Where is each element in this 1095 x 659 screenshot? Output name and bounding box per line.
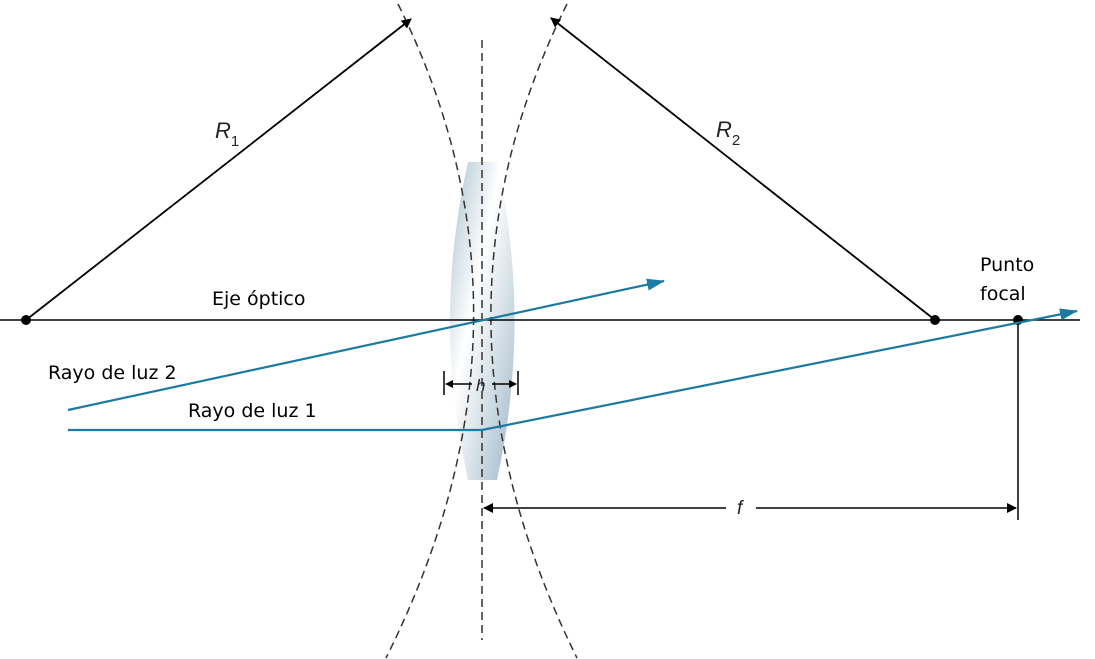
ray-2-label: Rayo de luz 2: [48, 362, 177, 384]
radius-r2-arrow: [550, 17, 936, 321]
surface-arc-left: [385, 3, 475, 659]
ray-1-label: Rayo de luz 1: [188, 400, 317, 422]
focal-point-label-line1: Punto: [980, 254, 1034, 276]
focal-point-label-line2: focal: [980, 283, 1026, 305]
thickness-label: h: [476, 376, 485, 395]
radius-r1-arrow: [25, 18, 412, 321]
r2-label: R2: [716, 117, 740, 149]
focal-length-label: f: [737, 498, 744, 519]
surface-arc-right: [490, 3, 578, 659]
center-of-curvature-2: [930, 315, 940, 325]
center-of-curvature-1: [21, 315, 31, 325]
light-ray-1: [68, 308, 1078, 432]
r1-label: R1: [215, 118, 239, 150]
light-ray-2: [67, 278, 665, 412]
optical-axis-label: Eje óptico: [212, 288, 306, 310]
